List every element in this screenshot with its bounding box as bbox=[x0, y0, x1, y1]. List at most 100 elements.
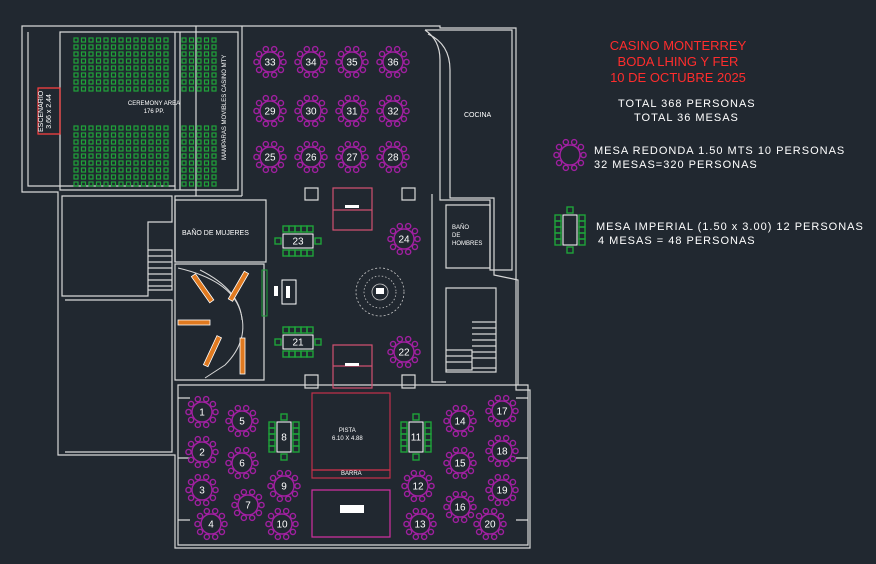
round-table-10[interactable] bbox=[265, 507, 299, 541]
round-table-16[interactable] bbox=[443, 490, 477, 524]
ceremony-chair bbox=[73, 65, 79, 71]
round-table-13[interactable] bbox=[403, 507, 437, 541]
ceremony-chair bbox=[148, 153, 154, 159]
ceremony-chair bbox=[133, 132, 139, 138]
round-table-6[interactable] bbox=[225, 446, 259, 480]
ceremony-chair bbox=[88, 58, 94, 64]
ceremony-chair bbox=[203, 72, 210, 78]
ceremony-chair bbox=[148, 139, 154, 145]
ceremony-chair bbox=[80, 37, 87, 43]
legend-imperial-table-icon[interactable] bbox=[554, 206, 586, 254]
round-table-14[interactable] bbox=[443, 404, 477, 438]
ceremony-chair bbox=[188, 72, 195, 78]
ceremony-chair bbox=[73, 125, 79, 131]
ceremony-chair bbox=[110, 167, 117, 173]
round-table-9[interactable] bbox=[267, 469, 301, 503]
round-table-31[interactable] bbox=[335, 94, 369, 128]
round-table-36[interactable] bbox=[376, 45, 410, 79]
round-table-15[interactable] bbox=[443, 446, 477, 480]
ceremony-chair bbox=[181, 58, 187, 64]
table-number: 3 bbox=[199, 486, 205, 497]
ceremony-chair bbox=[73, 37, 79, 43]
ceremony-chair bbox=[88, 37, 94, 43]
round-table-20[interactable] bbox=[473, 507, 507, 541]
ceremony-chair bbox=[181, 132, 187, 138]
round-table-25[interactable] bbox=[253, 140, 287, 174]
table-number: 9 bbox=[281, 482, 287, 493]
ceremony-chair bbox=[103, 174, 109, 180]
round-table-28[interactable] bbox=[376, 140, 410, 174]
ceremony-chair bbox=[155, 167, 162, 173]
ceremony-chair bbox=[73, 51, 79, 57]
ceremony-chair bbox=[125, 160, 132, 166]
round-table-19[interactable] bbox=[485, 473, 519, 507]
round-table-30[interactable] bbox=[294, 94, 328, 128]
imperial-table-11[interactable] bbox=[400, 413, 432, 461]
left-stairs bbox=[148, 249, 173, 291]
ceremony-chair bbox=[203, 79, 210, 85]
table-number: 2 bbox=[199, 448, 205, 459]
legend-round-title: MESA REDONDA 1.50 MTS 10 PERSONAS bbox=[594, 145, 846, 157]
round-table-32[interactable] bbox=[376, 94, 410, 128]
ceremony-chair bbox=[125, 58, 132, 64]
round-table-4[interactable] bbox=[194, 507, 228, 541]
ceremony-chair bbox=[118, 51, 124, 57]
table-number: 22 bbox=[398, 348, 410, 359]
table-number: 34 bbox=[305, 58, 317, 69]
ceremony-chair bbox=[196, 139, 202, 145]
round-table-24[interactable] bbox=[387, 222, 421, 256]
ceremony-chair bbox=[110, 44, 117, 50]
round-table-7[interactable] bbox=[231, 488, 265, 522]
ceremony-chair bbox=[211, 37, 217, 43]
ceremony-chair bbox=[125, 153, 132, 159]
ceremony-chair bbox=[211, 146, 217, 152]
ceremony-chair bbox=[88, 86, 94, 92]
ceremony-chair bbox=[196, 132, 202, 138]
ceremony-chair bbox=[133, 181, 139, 187]
ceremony-chair bbox=[188, 146, 195, 152]
round-table-35[interactable] bbox=[335, 45, 369, 79]
ceremony-chair bbox=[181, 86, 187, 92]
table-number: 5 bbox=[239, 417, 245, 428]
ceremony-chair bbox=[110, 174, 117, 180]
ceremony-chair bbox=[125, 174, 132, 180]
ceremony-chair bbox=[103, 72, 109, 78]
ceremony-chair bbox=[148, 51, 154, 57]
ceremony-chair bbox=[125, 37, 132, 43]
ceremony-chair bbox=[140, 174, 147, 180]
imperial-table-8[interactable] bbox=[268, 413, 300, 461]
round-table-29[interactable] bbox=[253, 94, 287, 128]
imperial-table-23[interactable] bbox=[274, 225, 322, 257]
ceremony-chair bbox=[181, 79, 187, 85]
legend-round-table-icon[interactable] bbox=[553, 138, 587, 172]
ceremony-chair bbox=[80, 160, 87, 166]
bar-lower-outline bbox=[311, 489, 391, 538]
imperial-table-21[interactable] bbox=[274, 326, 322, 358]
round-table-27[interactable] bbox=[335, 140, 369, 174]
round-table-17[interactable] bbox=[485, 394, 519, 428]
round-table-1[interactable] bbox=[185, 395, 219, 429]
ceremony-chair bbox=[88, 65, 94, 71]
ceremony-chair bbox=[181, 37, 187, 43]
round-table-5[interactable] bbox=[225, 404, 259, 438]
round-table-2[interactable] bbox=[185, 435, 219, 469]
round-table-26[interactable] bbox=[294, 140, 328, 174]
ceremony-chair bbox=[188, 86, 195, 92]
round-table-12[interactable] bbox=[401, 469, 435, 503]
round-table-3[interactable] bbox=[185, 473, 219, 507]
table-number: 8 bbox=[281, 433, 287, 444]
round-table-34[interactable] bbox=[294, 45, 328, 79]
ceremony-chair bbox=[88, 139, 94, 145]
round-table-18[interactable] bbox=[485, 434, 519, 468]
ceremony-chair bbox=[80, 174, 87, 180]
ceremony-chair bbox=[140, 37, 147, 43]
round-table-33[interactable] bbox=[253, 45, 287, 79]
round-table-22[interactable] bbox=[387, 335, 421, 369]
mamparas-label: MAMPARAS MOVIBLES CASINO MTY bbox=[222, 54, 228, 160]
ceremony-chair bbox=[140, 79, 147, 85]
ceremony-chair bbox=[155, 174, 162, 180]
ceremony-chair bbox=[88, 160, 94, 166]
stair-benches bbox=[177, 270, 250, 375]
ceremony-chair bbox=[181, 181, 187, 187]
